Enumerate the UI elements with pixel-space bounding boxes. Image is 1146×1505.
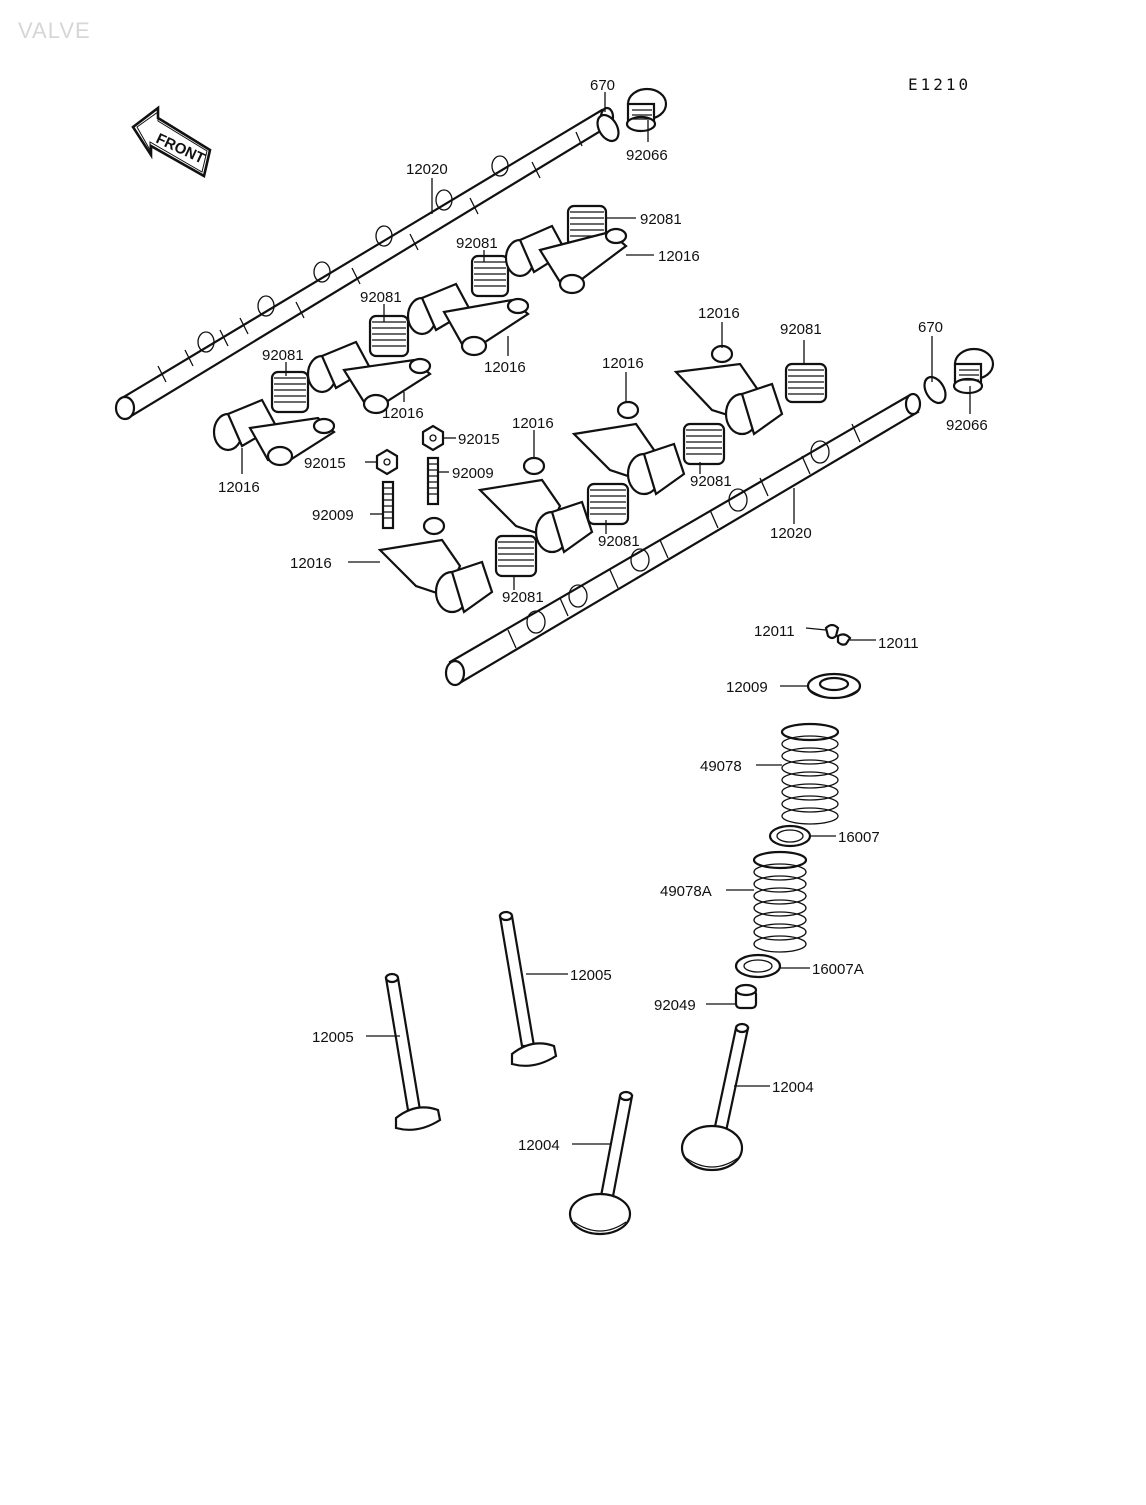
cap-right [952, 347, 995, 395]
cap-left [625, 87, 668, 133]
o-ring-right [923, 375, 947, 405]
rocker-arm-front-1 [673, 344, 784, 436]
rocker-arm-rear-4 [212, 398, 336, 467]
label-outer-spring: 49078 [700, 758, 742, 775]
rocker-arm-rear-3 [306, 340, 432, 415]
label-screw-a: 92009 [312, 507, 354, 524]
diagram-title: VALVE [18, 18, 91, 43]
adjuster-nut-a [375, 448, 399, 476]
label-cam-front: 12020 [770, 525, 812, 542]
rocker-arm-rear-1 [504, 224, 628, 295]
front-arrow-icon: FRONT [131, 105, 212, 178]
inner-valve-spring [752, 850, 808, 953]
label-spring-g: 92081 [598, 533, 640, 550]
label-plug-left: 670 [590, 77, 615, 94]
label-plug-right: 670 [918, 319, 943, 336]
label-inner-spring: 49078A [660, 883, 712, 900]
label-rocker-a: 12016 [658, 248, 700, 265]
rocker-spring-d [270, 370, 310, 414]
exhaust-valve-upper [498, 910, 558, 1067]
rocker-spring-g [586, 482, 630, 526]
adjuster-nut-b [421, 424, 445, 452]
spring-seat-b [734, 953, 782, 979]
label-rocker-g: 12016 [512, 415, 554, 432]
label-rocker-c: 12016 [382, 405, 424, 422]
label-nut-a: 92015 [304, 455, 346, 472]
label-seat-a: 16007 [838, 829, 880, 846]
label-seat-b: 16007A [812, 961, 864, 978]
o-ring-left [596, 113, 620, 143]
label-spring-d: 92081 [262, 347, 304, 364]
outer-valve-spring [780, 722, 840, 825]
label-spring-a: 92081 [640, 211, 682, 228]
label-screw-b: 92009 [452, 465, 494, 482]
label-intake-valve-b: 12004 [518, 1137, 560, 1154]
label-rocker-f: 12016 [602, 355, 644, 372]
label-spring-b: 92081 [456, 235, 498, 252]
label-spring-f: 92081 [690, 473, 732, 490]
part-labels: 670 92066 12020 92081 92081 12016 92081 … [218, 77, 988, 1154]
rocker-arm-rear-2 [406, 282, 530, 357]
exhaust-valve-lower [384, 972, 442, 1131]
label-cap-right: 92066 [946, 417, 988, 434]
label-intake-valve-a: 12004 [772, 1079, 814, 1096]
camshaft-front [444, 392, 922, 687]
label-exhaust-valve-b: 12005 [312, 1029, 354, 1046]
label-stem-seal: 92049 [654, 997, 696, 1014]
intake-valve-left [568, 1090, 634, 1236]
rocker-spring-b [470, 254, 510, 298]
rocker-arm-front-2 [571, 400, 686, 496]
spring-retainer [806, 672, 862, 700]
label-nut-b: 92015 [458, 431, 500, 448]
label-rocker-h: 12016 [290, 555, 332, 572]
rocker-spring-e [784, 362, 828, 404]
label-rocker-e: 12016 [698, 305, 740, 322]
label-cotter-a: 12011 [754, 623, 795, 640]
intake-valve-right [680, 1022, 750, 1172]
rocker-spring-f [682, 422, 726, 466]
valve-cotter-b [836, 633, 852, 646]
label-exhaust-valve-a: 12005 [570, 967, 612, 984]
label-spring-e: 92081 [780, 321, 822, 338]
valve-cotter-a [824, 623, 840, 640]
spring-seat-a [768, 824, 812, 848]
label-cam-rear: 12020 [406, 161, 448, 178]
label-rocker-b: 12016 [484, 359, 526, 376]
adjuster-screw-b [426, 456, 440, 506]
label-spring-c: 92081 [360, 289, 402, 306]
label-spring-h: 92081 [502, 589, 544, 606]
figure-code: E1210 [908, 75, 971, 94]
label-rocker-d: 12016 [218, 479, 260, 496]
rocker-spring-h [494, 534, 538, 578]
leader-lines [241, 92, 971, 1145]
rocker-arm-front-4 [377, 516, 494, 614]
rocker-spring-c [368, 314, 410, 358]
rocker-arm-front-3 [477, 456, 594, 554]
label-retainer: 12009 [726, 679, 768, 696]
valve-stem-seal [734, 983, 758, 1010]
adjuster-screw-a [381, 480, 395, 530]
label-cotter-b: 12011 [878, 635, 919, 652]
label-cap-left: 92066 [626, 147, 668, 164]
